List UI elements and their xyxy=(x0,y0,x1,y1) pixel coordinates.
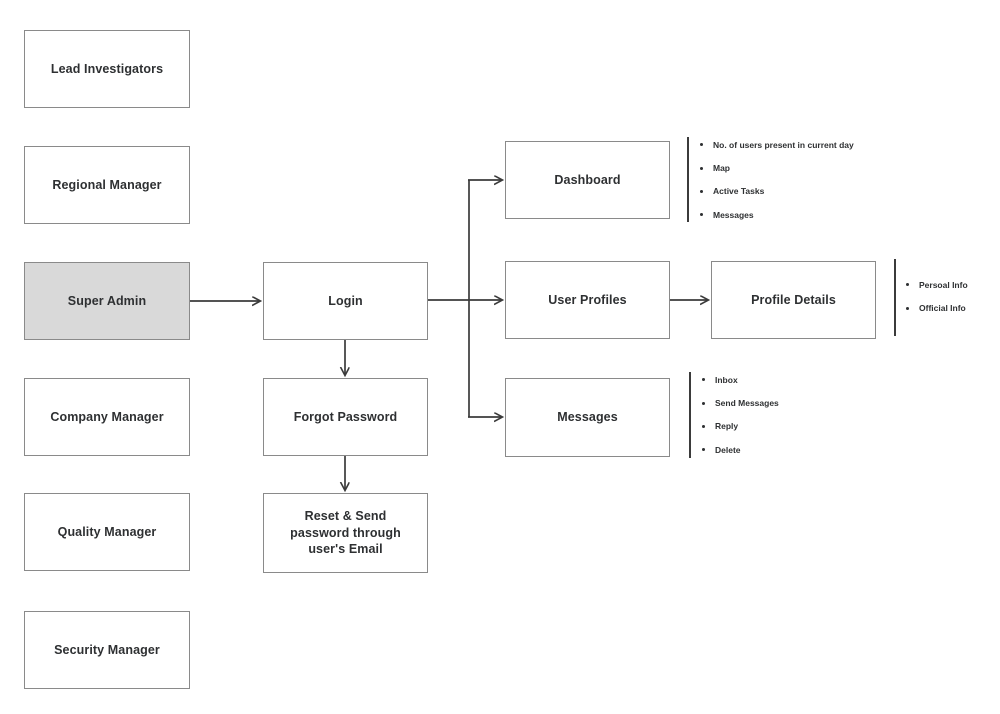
node-label: Quality Manager xyxy=(57,524,157,539)
node-profile-details: Profile Details xyxy=(711,261,876,339)
bullet-icon xyxy=(700,143,703,147)
list-item: Inbox xyxy=(702,368,779,391)
dashboard-feature-list: No. of users present in current day Map … xyxy=(700,133,854,227)
bullet-icon xyxy=(702,424,705,428)
bullet-icon xyxy=(700,166,703,170)
node-forgot-password: Forgot Password xyxy=(263,378,428,456)
list-item: Reply xyxy=(702,415,779,438)
list-item-label: Reply xyxy=(715,421,739,432)
list-item: No. of users present in current day xyxy=(700,133,854,156)
list-item: Messages xyxy=(700,203,854,226)
list-item: Send Messages xyxy=(702,391,779,414)
node-label: Login xyxy=(328,293,363,308)
list-item-label: No. of users present in current day xyxy=(713,139,854,150)
list-item-label: Persoal Info xyxy=(919,279,968,290)
node-label: Lead Investigators xyxy=(50,61,164,76)
bullet-icon xyxy=(702,378,705,382)
node-company-manager: Company Manager xyxy=(24,378,190,456)
node-label: Messages xyxy=(557,410,618,425)
bullet-icon xyxy=(906,306,909,310)
node-dashboard: Dashboard xyxy=(505,141,670,219)
list-item-label: Send Messages xyxy=(715,398,779,409)
node-label: Super Admin xyxy=(67,293,147,308)
node-label: Forgot Password xyxy=(293,409,398,424)
node-login: Login xyxy=(263,262,428,340)
node-label: Company Manager xyxy=(50,409,164,424)
node-user-profiles: User Profiles xyxy=(505,261,670,339)
node-label: Reset & Send password through user's Ema… xyxy=(290,508,401,557)
list-item: Delete xyxy=(702,438,779,461)
list-item-label: Messages xyxy=(713,209,754,220)
node-reset-send-password: Reset & Send password through user's Ema… xyxy=(263,493,428,573)
list-item: Active Tasks xyxy=(700,180,854,203)
node-label: Regional Manager xyxy=(52,177,162,192)
node-lead-investigators: Lead Investigators xyxy=(24,30,190,108)
list-item-label: Inbox xyxy=(715,374,738,385)
node-label: Security Manager xyxy=(54,642,160,657)
messages-feature-list: Inbox Send Messages Reply Delete xyxy=(702,368,779,462)
list-item: Persoal Info xyxy=(906,273,968,296)
node-label: Profile Details xyxy=(751,292,836,307)
bullet-icon xyxy=(906,283,909,287)
bullet-icon xyxy=(700,189,703,193)
bullet-icon xyxy=(702,448,705,452)
list-item-label: Delete xyxy=(715,444,741,455)
list-item-label: Active Tasks xyxy=(713,186,765,197)
bullet-icon xyxy=(700,213,703,217)
node-messages: Messages xyxy=(505,378,670,457)
node-super-admin: Super Admin xyxy=(24,262,190,340)
node-regional-manager: Regional Manager xyxy=(24,146,190,224)
node-security-manager: Security Manager xyxy=(24,611,190,689)
node-label: User Profiles xyxy=(548,292,627,307)
node-quality-manager: Quality Manager xyxy=(24,493,190,571)
node-label: Dashboard xyxy=(554,172,621,187)
profile-details-feature-list: Persoal Info Official Info xyxy=(906,273,968,320)
list-item: Official Info xyxy=(906,296,968,319)
list-item-label: Map xyxy=(713,163,730,174)
list-item: Map xyxy=(700,156,854,179)
list-item-label: Official Info xyxy=(919,303,966,314)
bullet-icon xyxy=(702,401,705,405)
